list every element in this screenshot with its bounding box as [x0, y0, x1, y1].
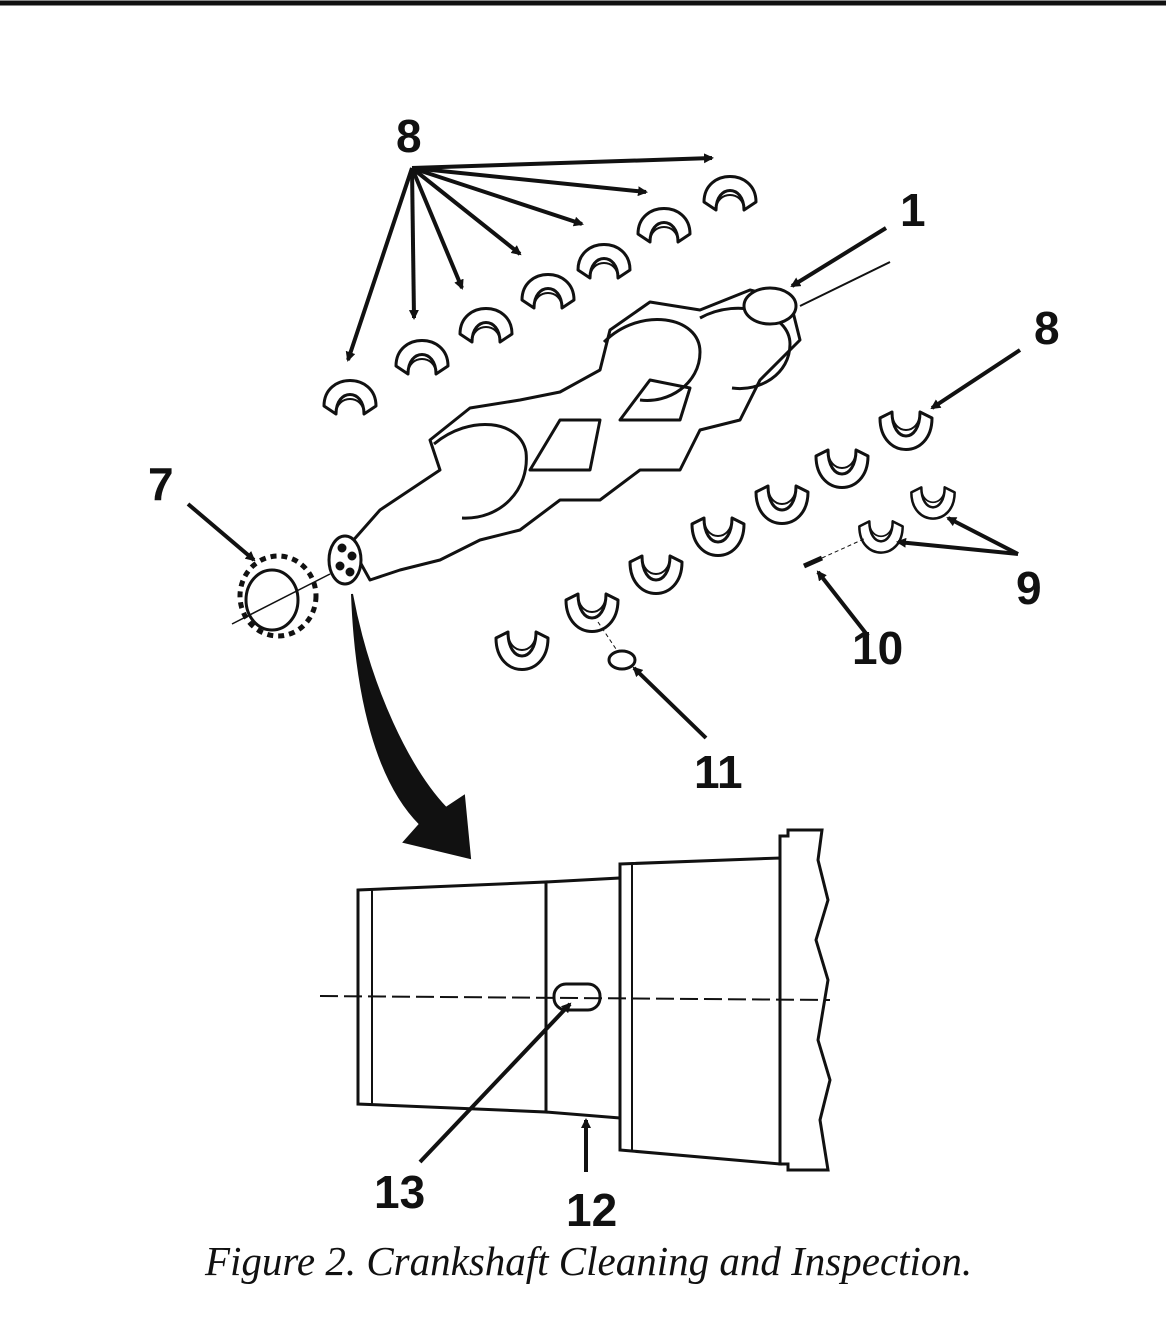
callout-leaders: [186, 153, 1022, 1172]
plug: [607, 649, 637, 671]
callout-9: 9: [1016, 562, 1042, 614]
callout-8-right: 8: [1034, 302, 1060, 354]
callout-1: 1: [900, 184, 926, 236]
callout-10: 10: [852, 622, 903, 674]
callout-11: 11: [694, 746, 743, 798]
callout-7: 7: [148, 458, 174, 510]
detail-view-arrow: [351, 593, 472, 860]
crankshaft-gear: [231, 553, 331, 639]
figure-caption: Figure 2. Crankshaft Cleaning and Inspec…: [205, 1238, 973, 1284]
dowel-pin: [802, 555, 824, 569]
crankshaft-end-detail: [319, 828, 832, 1172]
callout-8-top: 8: [396, 110, 422, 162]
crankshaft: [327, 261, 891, 586]
callout-13: 13: [374, 1166, 425, 1218]
callout-12: 12: [566, 1184, 617, 1236]
